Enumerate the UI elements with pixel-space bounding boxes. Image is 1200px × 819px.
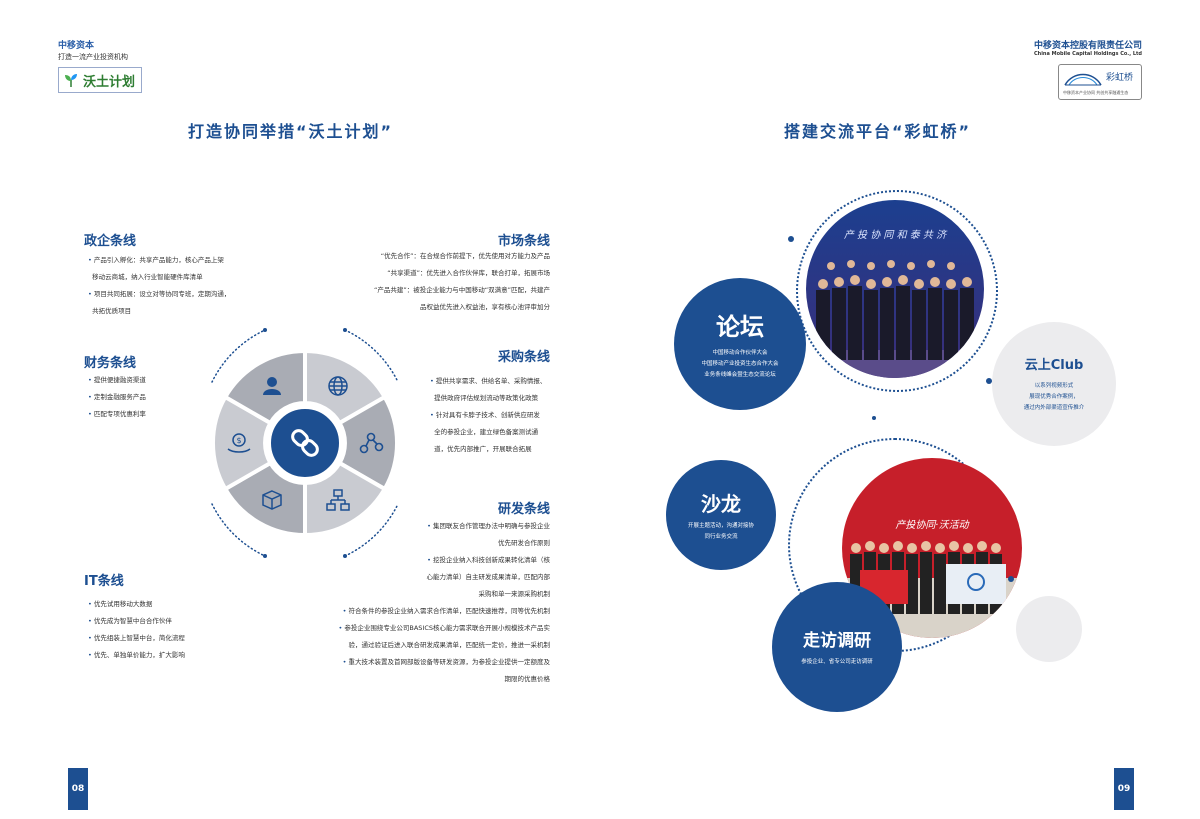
gov-heading: 政企条线: [84, 234, 137, 249]
wheel-segment: [211, 348, 399, 538]
brand-subtitle: 打造一流产业投资机构: [58, 53, 128, 61]
sprout-icon: [65, 74, 77, 87]
photo-banner-text: 产投协同·沃活动: [895, 520, 969, 531]
company-name: 中移资本控股有限责任公司: [1033, 41, 1142, 51]
forum-line: 中国移动产业投资生态合作大会: [701, 361, 779, 367]
list-item: • 提供便捷融资渠道: [88, 376, 146, 384]
logo-text: 彩虹桥: [1105, 73, 1133, 83]
forum-title: 论坛: [716, 313, 764, 341]
cloud-club-line: 展现优秀合作案例，: [1029, 394, 1079, 400]
coin-hand-icon: $: [227, 433, 251, 453]
company-name-en: China Mobile Capital Holdings Co., Ltd: [1033, 51, 1142, 57]
list-item: “产品共建”：被投企业能力与中国移动“双满意”匹配，共建产: [374, 286, 550, 294]
list-item: 道，优先内部推广，开展联合拓展: [434, 445, 532, 453]
list-item: • 优先成为智慧中台合作伙伴: [88, 617, 172, 625]
wotu-logo-text: 沃土计划: [83, 74, 136, 90]
network-icon: [359, 432, 384, 454]
finance-heading: 财务条线: [84, 356, 137, 371]
visit-bubble: 走访调研 参投企业、省专公司走访调研: [772, 582, 902, 712]
it-heading: IT条线: [84, 574, 124, 589]
cloud-club-line: 以系列视频形式: [1034, 383, 1074, 389]
list-item: 验，通过验证后进入联合研发成果清单，匹配统一定价，推进一采机制: [348, 641, 551, 649]
salon-title: 沙龙: [701, 491, 741, 516]
list-item: • 优先组装上智慧中台，简化流程: [88, 634, 185, 642]
right-page: 中移资本控股有限责任公司 China Mobile Capital Holdin…: [600, 0, 1200, 819]
list-item: 共拓优质项目: [92, 307, 132, 315]
purchase-heading: 采购条线: [498, 350, 551, 365]
list-item: 移动云商城，纳入行业智能硬件库清单: [92, 273, 203, 281]
list-item: • 优先、单独单价能力，扩大影响: [88, 651, 185, 659]
list-item: • 提供共享需求、供给名单、采购情报、: [430, 377, 547, 385]
salon-line: 同行业务交流: [704, 533, 738, 540]
left-page: 中移资本 打造一流产业投资机构 沃土计划 打造协同举措“沃土计划” 政企条线 •…: [58, 41, 551, 810]
list-item: • 项目共同拓展：设立对等协同专班，定期沟通，: [88, 290, 231, 298]
cloud-club-line: 通过内外部渠道宣传推介: [1023, 405, 1085, 411]
bridge-icon: [1064, 73, 1102, 86]
salon-bubble: 沙龙 开展主题活动，沟通对接协 同行业务交流: [666, 460, 776, 570]
list-item: 心能力清单）自主研发成果清单，匹配内部: [426, 573, 551, 581]
cloud-club-bubble: 云上Club 以系列视频形式 展现优秀合作案例， 通过内外部渠道宣传推介: [992, 322, 1116, 446]
globe-icon: [328, 376, 348, 396]
list-item: 期限的优惠价格: [504, 675, 551, 683]
forum-line: 中国移动合作伙伴大会: [712, 350, 768, 356]
market-list: “优先合作”：在合规合作前提下，优先使用对方能力及产品 “共享渠道”：优先进入合…: [374, 248, 550, 316]
org-chart-icon: [326, 489, 350, 511]
purchase-list: • 提供共享需求、供给名单、采购情报、 提供政府评估规划流动等政策化政策 • 针…: [430, 373, 546, 458]
page-title: 打造协同举措“沃土计划”: [188, 122, 394, 141]
visit-photo: 产投协同·沃活动: [842, 458, 1022, 638]
list-item: 采购和单一来源采购机制: [478, 590, 551, 598]
list-item: • 匹配专项优惠利率: [88, 410, 146, 418]
rnd-list: • 集团联友合作管理办法中明确与参投企业 优先研发合作原则 • 挖投企业纳入科技…: [338, 518, 550, 688]
list-item: • 优先试用移动大数据: [88, 600, 153, 608]
synergy-wheel: $: [211, 328, 399, 558]
it-list: • 优先试用移动大数据 • 优先成为智慧中台合作伙伴 • 优先组装上智慧中台，简…: [88, 596, 185, 664]
decorative-dot: [872, 416, 876, 420]
list-item: • 符合条件的参投企业纳入需求合作清单，匹配快速推荐，同等优先机制: [342, 607, 550, 615]
salon-line: 开展主题活动，沟通对接协: [687, 522, 754, 529]
list-item: • 定制金融服务产品: [88, 393, 146, 401]
gov-list: • 产品引入孵化：共享产品能力，核心产品上架 移动云商城，纳入行业智能硬件库清单…: [88, 252, 230, 320]
decorative-dot: [1008, 576, 1014, 582]
list-item: • 针对具有卡脖子技术、创新供应研发: [430, 411, 540, 419]
forum-bubble: 论坛 中国移动合作伙伴大会 中国移动产业投资生态合作大会 业务条线峰会暨生态交流…: [674, 278, 806, 410]
list-item: • 挖投企业纳入科技创新成果转化清单（核: [427, 556, 550, 564]
finance-list: • 提供便捷融资渠道 • 定制金融服务产品 • 匹配专项优惠利率: [88, 372, 146, 423]
person-icon: [263, 377, 281, 395]
list-item: “共享渠道”：优先进入合作伙伴库，联合打单，拓展市场: [387, 269, 550, 277]
forum-line: 业务条线峰会暨生态交流论坛: [704, 372, 776, 378]
list-item: • 重大技术装置及首网部版设备等研发资源，为参投企业提供一定额度及: [342, 658, 550, 666]
forum-photo: 产 投 协 同 和 泰 共 济: [806, 200, 984, 378]
decorative-ring: [796, 190, 998, 392]
list-item: “优先合作”：在合规合作前提下，优先使用对方能力及产品: [380, 252, 550, 260]
svg-text:$: $: [236, 436, 241, 445]
box-icon: [262, 490, 282, 510]
visit-title: 走访调研: [803, 631, 871, 651]
wotu-logo: 沃土计划: [58, 67, 142, 93]
cloud-club-title: 云上Club: [1024, 358, 1084, 373]
list-item: • 参投企业围绕专业公司BASICS核心能力需求联合开展小规模技术产品实: [338, 624, 550, 632]
decorative-dot: [788, 236, 794, 242]
decorative-circle: [1016, 596, 1082, 662]
page-title: 搭建交流平台“彩虹桥”: [784, 122, 972, 141]
page-number: 09: [1114, 768, 1134, 810]
market-heading: 市场条线: [498, 234, 551, 249]
brand-title: 中移资本: [58, 41, 95, 51]
list-item: • 集团联友合作管理办法中明确与参投企业: [427, 522, 550, 530]
list-item: 提供政府评估规划流动等政策化政策: [434, 394, 539, 402]
list-item: 优先研发合作原则: [498, 539, 550, 547]
decorative-dot: [986, 378, 992, 384]
rnd-heading: 研发条线: [498, 502, 551, 517]
page-number: 08: [68, 768, 88, 810]
photo-banner-text: 产 投 协 同 和 泰 共 济: [843, 230, 947, 241]
logo-slogan: 中移资本产业协同 共创共享融通生态: [1063, 90, 1129, 95]
rainbow-bridge-logo: 彩虹桥 中移资本产业协同 共创共享融通生态: [1058, 64, 1142, 100]
visit-line: 参投企业、省专公司走访调研: [801, 659, 873, 665]
list-item: 全的参投企业，建立绿色备案测试通: [434, 428, 539, 436]
list-item: • 产品引入孵化：共享产品能力，核心产品上架: [88, 256, 224, 264]
link-icon: [291, 429, 319, 457]
list-item: 品权益优先进入权益池，享有核心池评审加分: [420, 303, 550, 311]
